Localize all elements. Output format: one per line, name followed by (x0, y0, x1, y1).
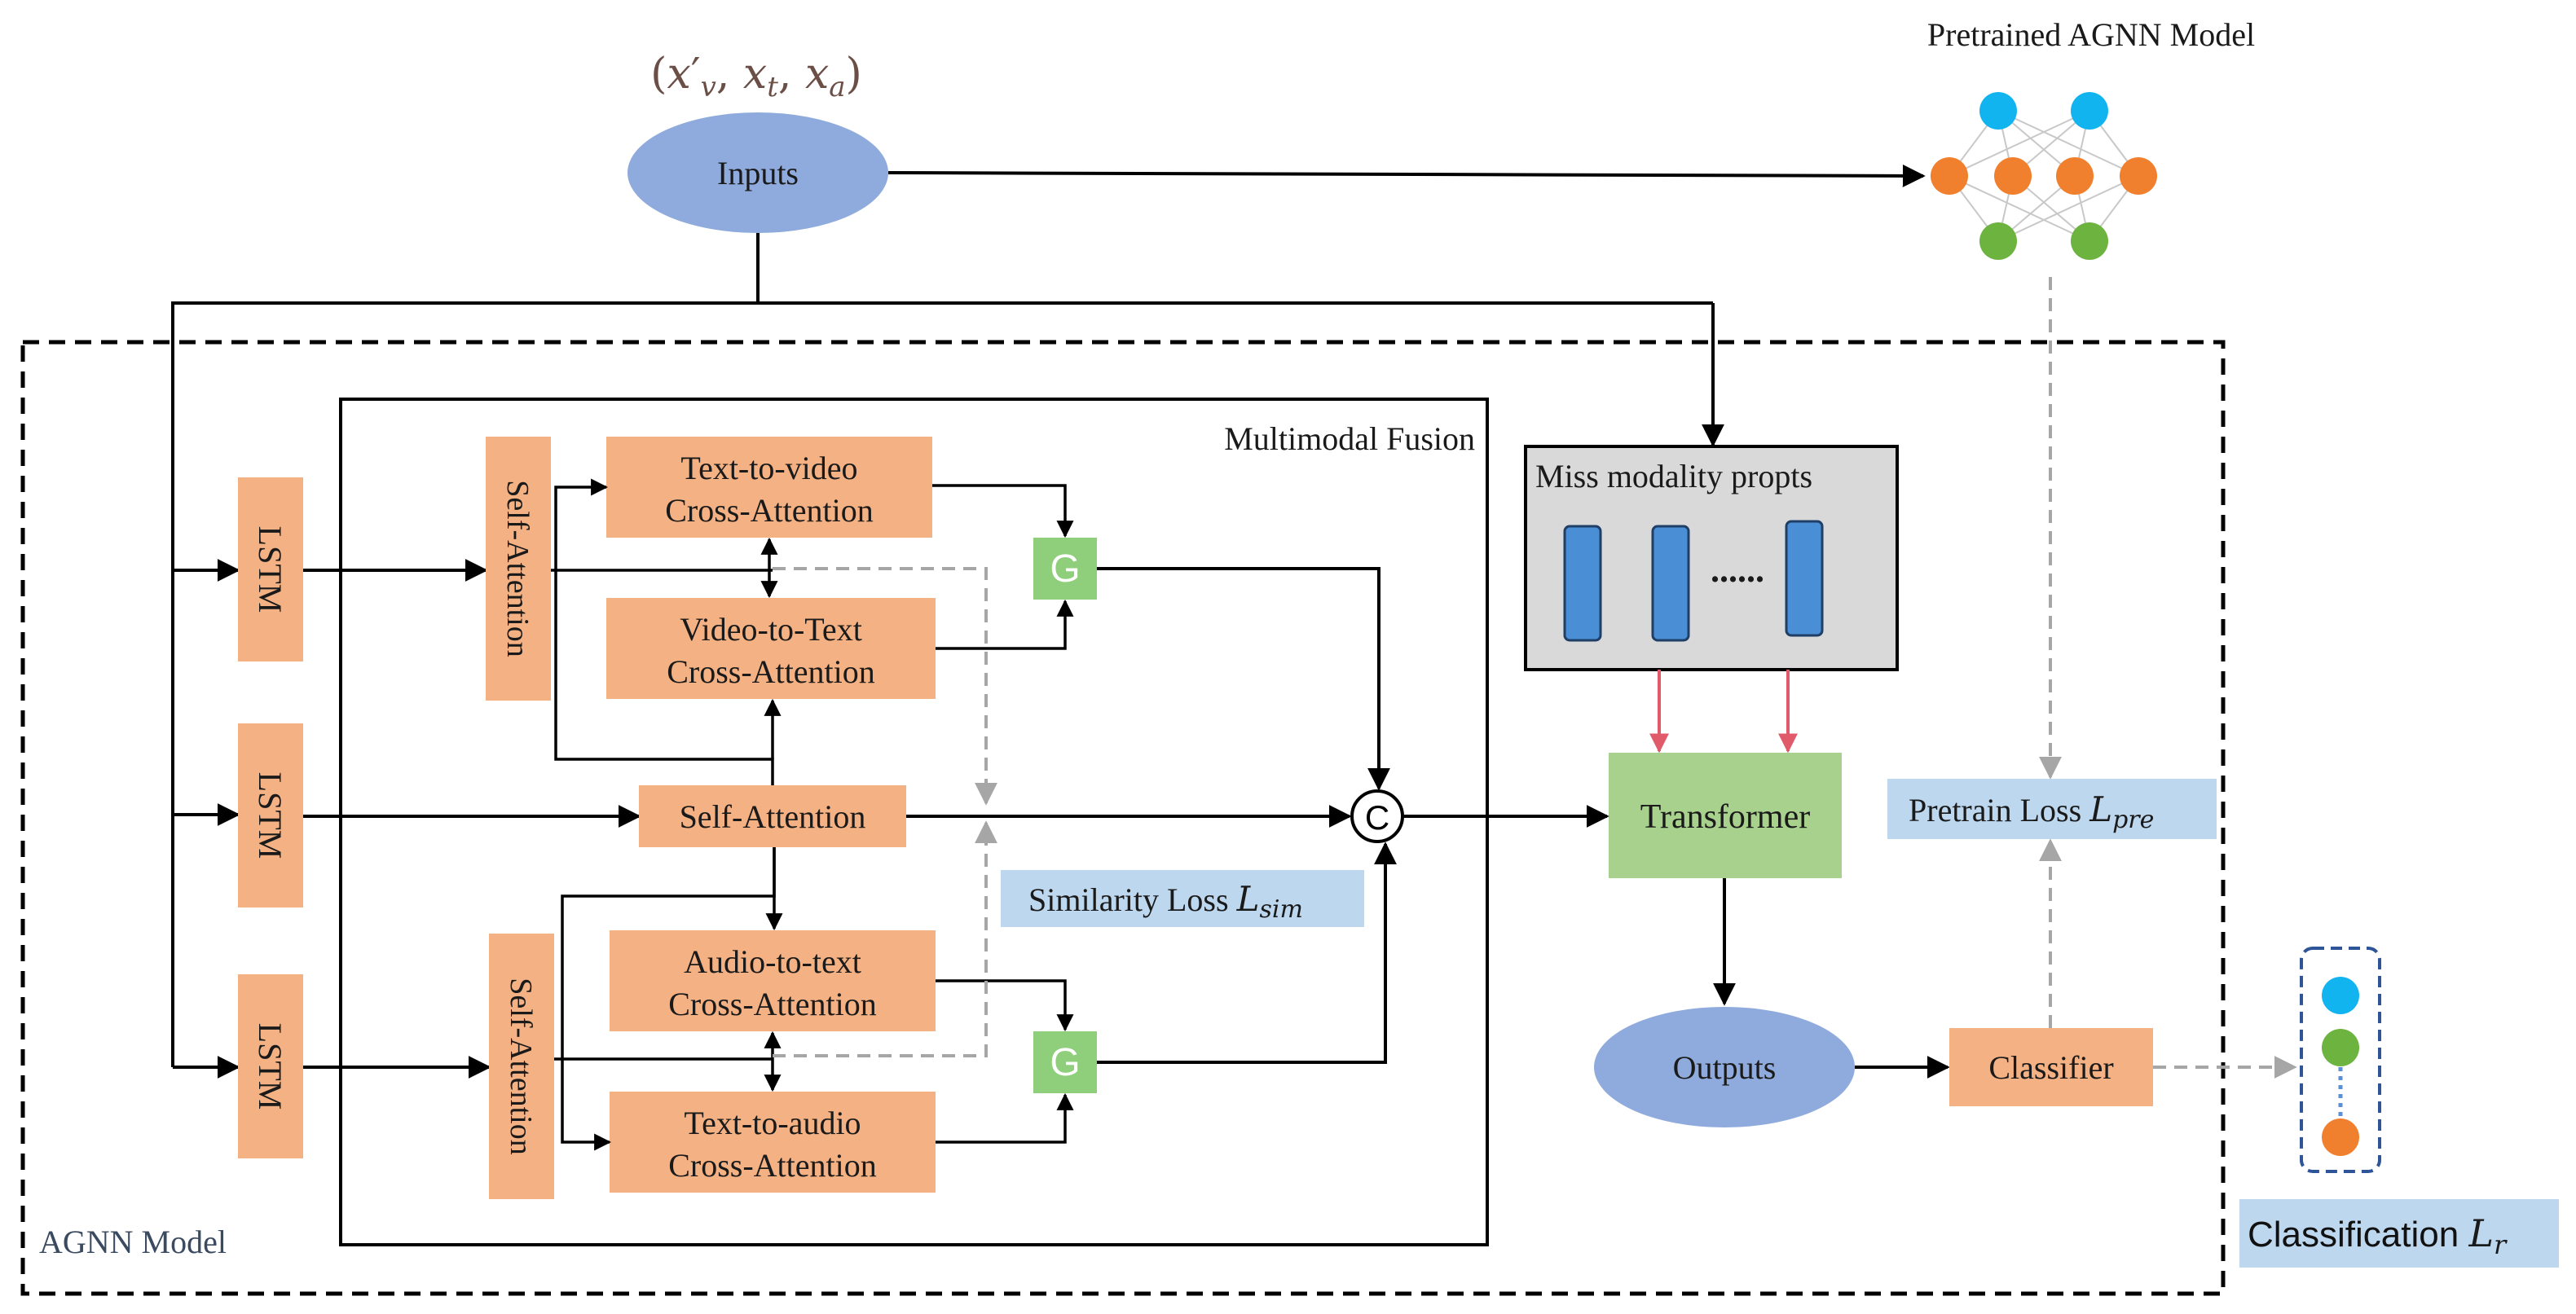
audio-to-text-cross-attention: Audio-to-text Cross-Attention (610, 930, 936, 1031)
svg-text:Cross-Attention: Cross-Attention (667, 653, 875, 690)
class-nodes-frame (2300, 947, 2381, 1173)
t2v-to-gate-arrow (932, 484, 1074, 538)
text-to-audio-cross-attention: Text-to-audio Cross-Attention (610, 1092, 936, 1193)
network-node-hidden-1 (1931, 157, 1968, 195)
class-node-2 (2322, 1029, 2359, 1066)
prompt-bar-1 (1563, 525, 1602, 642)
svg-text:Cross-Attention: Cross-Attention (665, 492, 874, 529)
similarity-loss-box: Similarity Loss Lsim (1001, 870, 1364, 927)
t2a-to-gate-arrow (936, 1092, 1074, 1144)
video-to-text-cross-attention: Video-to-Text Cross-Attention (606, 598, 936, 699)
svg-text:LSTM: LSTM (252, 526, 288, 613)
svg-text:G: G (1050, 1041, 1080, 1084)
svg-text:Classifier: Classifier (1988, 1049, 2113, 1086)
inputs-label: Inputs (717, 155, 799, 191)
lstm-text: LSTM (238, 723, 303, 907)
inputs-formula: (x′v, xt, xa) (650, 50, 862, 103)
gate-top-to-concat-arrow (1097, 567, 1390, 791)
svg-text:LSTM: LSTM (252, 1023, 288, 1110)
svg-text:Self-Attention: Self-Attention (504, 978, 538, 1154)
agnn-model-frame (20, 340, 2226, 1296)
inputs-node: Inputs (627, 112, 888, 233)
text-to-video-cross-attention: Text-to-video Cross-Attention (606, 437, 932, 538)
svg-text:Transformer: Transformer (1640, 798, 1810, 836)
svg-text:Classification Lr: Classification Lr (2248, 1211, 2508, 1260)
svg-text:Text-to-video: Text-to-video (680, 450, 857, 486)
similarity-dashed-bottom (773, 820, 997, 1057)
gate-bottom-to-concat-arrow (1097, 842, 1397, 1064)
svg-text:Outputs: Outputs (1673, 1049, 1777, 1086)
self-attention-audio: Self-Attention (489, 934, 554, 1199)
class-node-n (2322, 1118, 2359, 1156)
svg-text:Video-to-Text: Video-to-Text (680, 611, 862, 648)
svg-text:Text-to-audio: Text-to-audio (684, 1105, 861, 1141)
prompt-bar-2 (1651, 525, 1690, 642)
pretrained-model-title: Pretrained AGNN Model (1927, 16, 2255, 53)
network-node-output-2 (2071, 222, 2108, 260)
svg-text:Pretrain Loss Lpre: Pretrain Loss Lpre (1909, 789, 2154, 834)
distribution-bus (171, 301, 1713, 1067)
svg-text:Self-Attention: Self-Attention (680, 798, 866, 835)
svg-text:G: G (1050, 547, 1080, 591)
network-node-input-1 (1979, 92, 2017, 130)
prompt-bar-n (1785, 520, 1824, 637)
outputs-node: Outputs (1594, 1007, 1855, 1127)
svg-text:Similarity Loss Lsim: Similarity Loss Lsim (1028, 879, 1303, 924)
concat-node: C (1350, 789, 1404, 843)
network-node-hidden-2 (1994, 157, 2032, 195)
pretrain-loss-box: Pretrain Loss Lpre (1887, 779, 2217, 839)
lstm-audio: LSTM (238, 974, 303, 1158)
self-attention-video: Self-Attention (486, 437, 551, 701)
network-node-hidden-4 (2120, 157, 2157, 195)
lstm-video: LSTM (238, 477, 303, 661)
transformer-box: Transformer (1609, 753, 1842, 878)
agnn-model-label: AGNN Model (39, 1224, 227, 1260)
gate-top: G (1033, 538, 1097, 600)
svg-text:Audio-to-text: Audio-to-text (684, 943, 861, 980)
inputs-to-pretrained-arrow (887, 164, 1926, 187)
svg-text:LSTM: LSTM (252, 772, 288, 859)
class-node-1 (2322, 977, 2359, 1014)
gate-bottom: G (1033, 1031, 1097, 1093)
svg-text:C: C (1365, 798, 1389, 837)
svg-text:Cross-Attention: Cross-Attention (668, 986, 877, 1022)
pretrained-network-edges (1949, 110, 2139, 242)
network-node-hidden-3 (2056, 157, 2094, 195)
v2t-to-gate-arrow (936, 599, 1074, 650)
svg-text:Self-Attention: Self-Attention (500, 480, 535, 657)
multimodal-fusion-title: Multimodal Fusion (1224, 420, 1475, 457)
svg-text:Cross-Attention: Cross-Attention (668, 1147, 877, 1184)
svg-text:Miss modality propts: Miss modality propts (1535, 458, 1812, 494)
prompt-ellipsis: ...... (1711, 550, 1764, 590)
classification-loss-box: Classification Lr (2239, 1199, 2559, 1268)
self-attention-text: Self-Attention (639, 785, 906, 847)
a2t-to-gate-arrow (936, 979, 1074, 1032)
network-node-output-1 (1979, 222, 2017, 260)
multimodal-fusion-frame (339, 398, 1489, 1246)
network-node-input-2 (2071, 92, 2108, 130)
classifier-box: Classifier (1949, 1028, 2153, 1106)
text-self-attention-feed-top (554, 478, 774, 785)
similarity-dashed-top (773, 567, 997, 806)
